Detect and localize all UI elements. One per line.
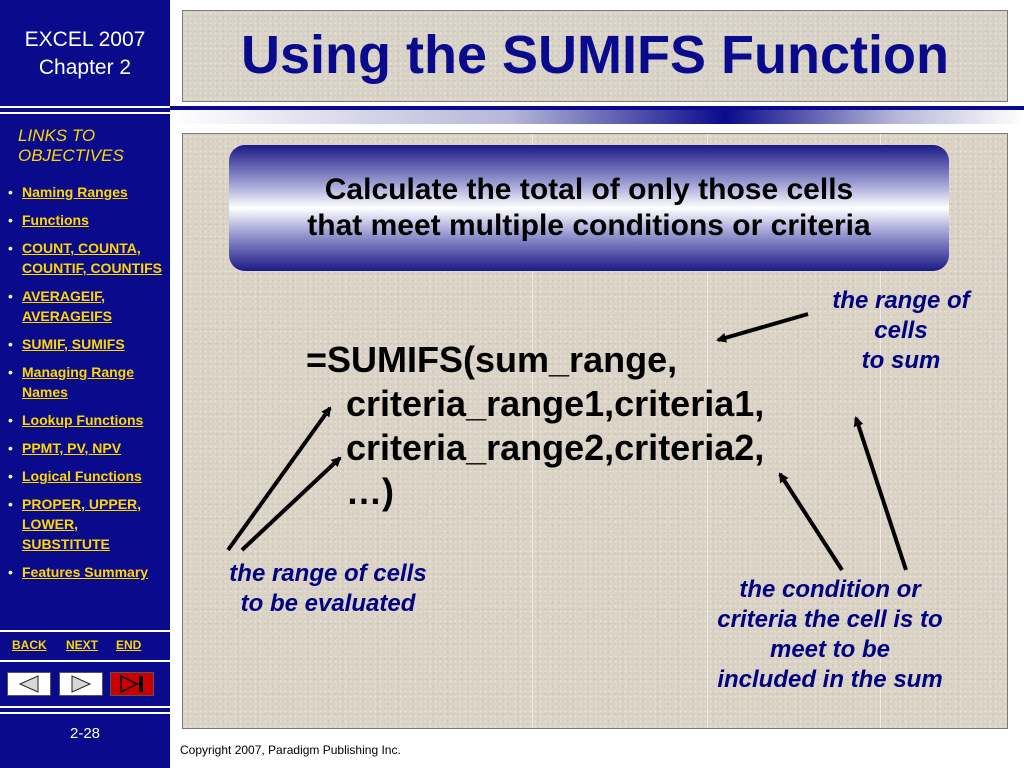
end-triangle-icon: [111, 673, 153, 695]
nav-divider-mid: [0, 660, 170, 662]
title-gradient-bar: [170, 110, 1024, 124]
back-button[interactable]: [7, 672, 51, 696]
copyright: Copyright 2007, Paradigm Publishing Inc.: [180, 743, 401, 757]
annotation-line: the condition or: [739, 576, 921, 603]
formula-line2: criteria_range1,criteria1,: [346, 383, 765, 424]
right-triangle-icon: [71, 675, 92, 693]
page-number: 2-28: [69, 725, 101, 742]
links-title-line2: OBJECTIVES: [18, 146, 124, 165]
end-button[interactable]: [110, 672, 154, 696]
sumifs-formula: =SUMIFS(sum_range, criteria_range1,crite…: [306, 338, 764, 514]
objective-link-naming-ranges[interactable]: Naming Ranges: [8, 182, 170, 202]
formula-line3: criteria_range2,criteria2,: [346, 427, 765, 468]
annotation-criteria-range: the range of cells to be evaluated: [196, 559, 460, 619]
objective-link-averageif[interactable]: AVERAGEIF,AVERAGEIFS: [8, 286, 170, 326]
sidebar-divider-top2: [0, 112, 170, 114]
panel-line: [532, 134, 533, 728]
objective-link-logical-functions[interactable]: Logical Functions: [8, 466, 170, 486]
sidebar-divider-top: [0, 106, 170, 108]
objective-link-count[interactable]: COUNT, COUNTA,COUNTIF, COUNTIFS: [8, 238, 170, 278]
title-box: Using the SUMIFS Function: [182, 10, 1008, 102]
objective-link-functions[interactable]: Functions: [8, 210, 170, 230]
back-link[interactable]: BACK: [12, 638, 47, 652]
objectives-list: Naming Ranges Functions COUNT, COUNTA,CO…: [8, 182, 170, 590]
formula-line4: …): [346, 471, 394, 512]
objective-link-lookup-functions[interactable]: Lookup Functions: [8, 410, 170, 430]
objective-link-ppmt[interactable]: PPMT, PV, NPV: [8, 438, 170, 458]
nav-divider-top: [0, 630, 170, 632]
annotation-criteria: the condition or criteria the cell is to…: [680, 575, 980, 695]
course-title-line1: EXCEL 2007: [24, 28, 146, 51]
banner-line2: that meet multiple conditions or criteri…: [307, 209, 871, 242]
panel-line: [707, 134, 708, 728]
annotation-line: cells: [874, 317, 928, 344]
next-button[interactable]: [59, 672, 103, 696]
next-link[interactable]: NEXT: [66, 638, 99, 652]
annotation-sum-range: the range of cells to sum: [806, 286, 996, 376]
nav-divider-bottom: [0, 706, 170, 708]
nav-divider-bottom2: [0, 712, 170, 714]
annotation-line: the range of cells: [229, 560, 427, 587]
annotation-line: the range of: [832, 287, 970, 314]
annotation-line: criteria the cell is to: [717, 606, 943, 633]
title-underline-bar: [170, 106, 1024, 110]
slide-title: Using the SUMIFS Function: [241, 25, 949, 85]
objective-link-features-summary[interactable]: Features Summary: [8, 562, 170, 582]
course-title-line2: Chapter 2: [38, 56, 132, 79]
objective-link-proper[interactable]: PROPER, UPPER,LOWER,SUBSTITUTE: [8, 494, 170, 554]
annotation-line: to sum: [861, 347, 941, 374]
formula-line1: =SUMIFS(sum_range,: [306, 339, 678, 380]
left-triangle-icon: [18, 675, 39, 693]
objective-link-sumif[interactable]: SUMIF, SUMIFS: [8, 334, 170, 354]
description-banner: Calculate the total of only those cells …: [229, 145, 949, 271]
end-link[interactable]: END: [116, 638, 142, 652]
links-title: LINKS TO OBJECTIVES: [18, 126, 124, 166]
annotation-line: to be evaluated: [240, 590, 416, 617]
links-title-line1: LINKS TO: [18, 126, 96, 145]
banner-line1: Calculate the total of only those cells: [324, 173, 854, 206]
annotation-line: included in the sum: [717, 666, 943, 693]
course-title: EXCEL 2007 Chapter 2: [0, 26, 170, 82]
annotation-line: meet to be: [769, 636, 891, 663]
